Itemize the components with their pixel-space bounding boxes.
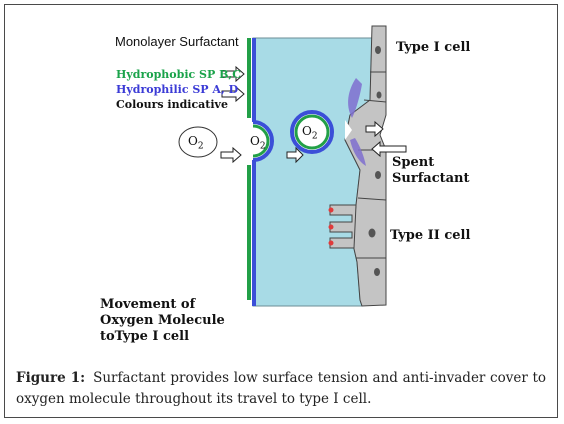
spent-surfactant-label: Spent Surfactant bbox=[392, 155, 470, 186]
o2-vesicle-label: O2 bbox=[302, 124, 318, 142]
type2-cell-label: Type II cell bbox=[390, 228, 471, 243]
o2-entering-label: O2 bbox=[250, 134, 266, 152]
lamellar-body-dot bbox=[328, 240, 334, 246]
movement-label: Movement of Oxygen Molecule toType I cel… bbox=[100, 297, 225, 344]
o2-vesicle bbox=[290, 110, 334, 154]
nucleus bbox=[368, 228, 376, 238]
spent-surfactant-lower bbox=[350, 138, 366, 166]
arrow-spent-surfactant bbox=[371, 140, 407, 158]
arrow-o2-entering bbox=[220, 146, 242, 164]
nucleus bbox=[375, 171, 381, 179]
figure-caption-label: Figure 1: bbox=[16, 370, 86, 386]
nucleus bbox=[376, 91, 382, 99]
figure-caption-text: Surfactant provides low surface tension … bbox=[16, 370, 546, 407]
figure-caption: Figure 1:Surfactant provides low surface… bbox=[16, 368, 546, 410]
monolayer-surfactant-label: Monolayer Surfactant bbox=[115, 34, 239, 49]
hydrophobic-label: Hydrophobic SP B,C bbox=[116, 68, 241, 81]
arrow-hydrophilic bbox=[221, 85, 245, 103]
alveolar-fluid bbox=[252, 37, 373, 307]
arrow-to-fusion bbox=[365, 120, 384, 138]
type2-cell bbox=[329, 204, 357, 249]
entering-o2-vesicle bbox=[252, 120, 274, 162]
o2-free-label: O2 bbox=[188, 134, 204, 152]
spent-surfactant-upper bbox=[348, 78, 362, 118]
arrow-hydrophobic bbox=[221, 65, 245, 83]
colours-indicative-label: Colours indicative bbox=[116, 98, 228, 111]
nucleus bbox=[375, 46, 381, 54]
arrow-o2-travel bbox=[286, 146, 304, 164]
lamellar-body-dot bbox=[328, 207, 334, 213]
lamellar-body-dot bbox=[328, 224, 334, 230]
type1-cell-label: Type I cell bbox=[396, 40, 471, 55]
fusion-gap bbox=[345, 120, 352, 140]
o2-free-molecule bbox=[178, 126, 218, 158]
hydrophilic-label: Hydrophilic SP A, D bbox=[116, 83, 239, 96]
nucleus bbox=[374, 268, 380, 276]
